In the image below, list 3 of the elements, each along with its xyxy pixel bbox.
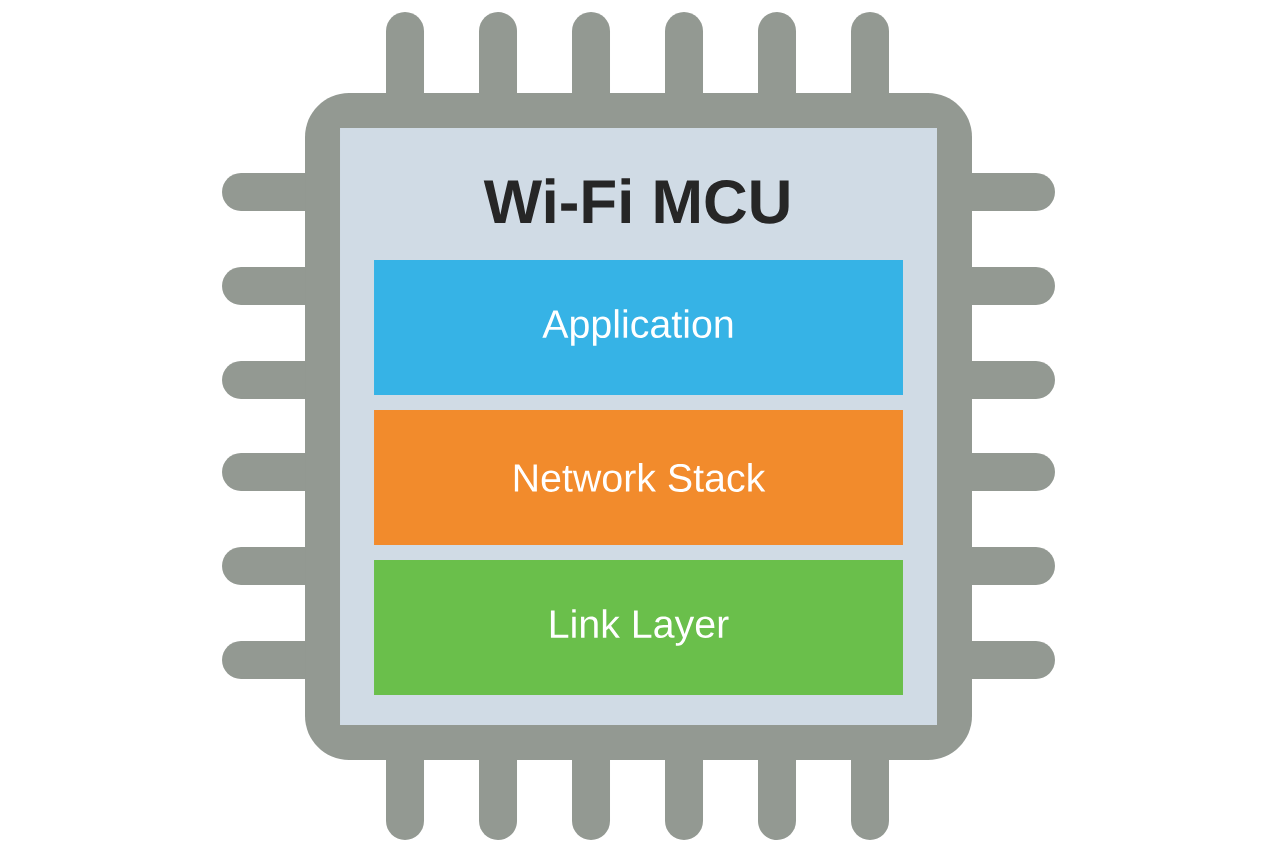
layer-box: Link Layer bbox=[374, 560, 903, 695]
layer-box: Application bbox=[374, 260, 903, 395]
layer-box: Network Stack bbox=[374, 410, 903, 545]
